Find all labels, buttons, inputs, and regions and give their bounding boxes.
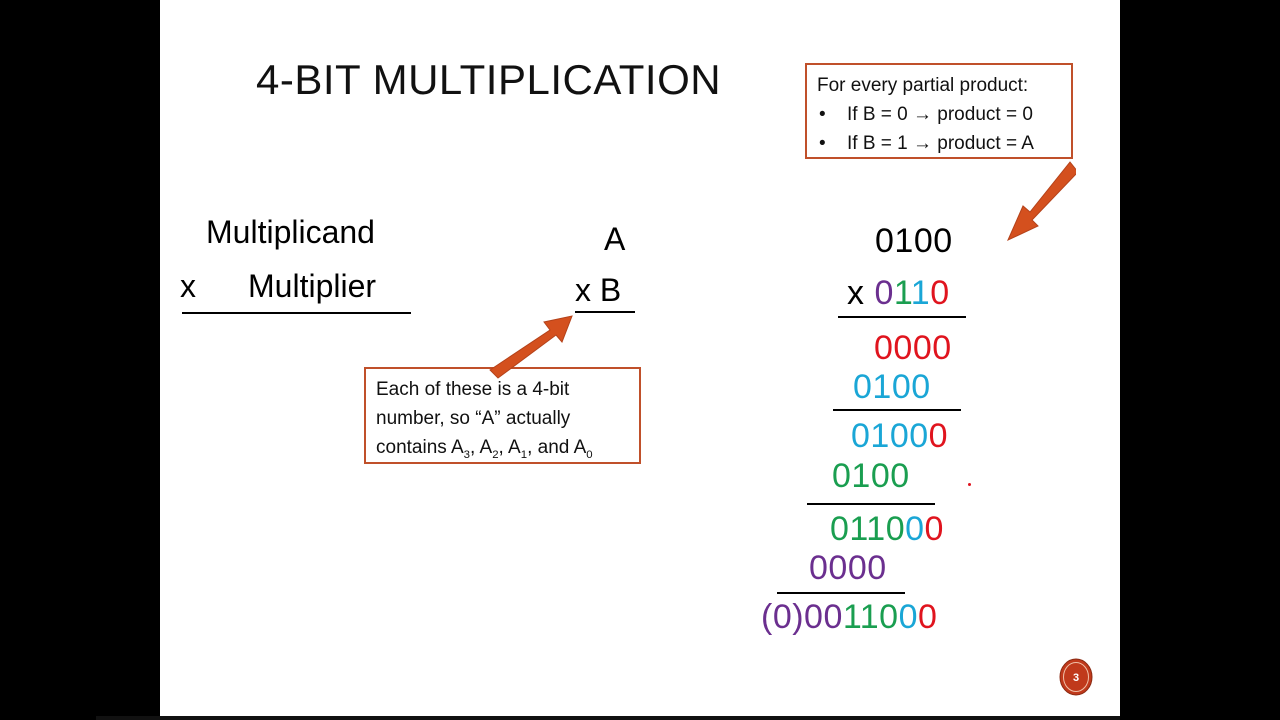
info-box: For every partial product: If B = 0 → pr… — [805, 63, 1073, 159]
partial-product-0: 0000 — [874, 329, 952, 367]
note-line-1: Each of these is a 4-bit — [376, 379, 570, 400]
left-underline — [182, 312, 411, 314]
x-sign-label: x — [180, 268, 196, 304]
calc-line-3 — [807, 503, 935, 505]
partial-product-1: 0100 — [853, 368, 931, 406]
partial-product-2: 0100 — [832, 457, 910, 495]
multiplier-label: Multiplier — [248, 268, 377, 304]
multiplicand-label: Multiplicand — [206, 214, 375, 250]
stray-dot — [968, 483, 971, 486]
a-label: A — [604, 221, 626, 257]
note-line-2: number, so “A” actually — [376, 408, 571, 429]
slide: 4-BIT MULTIPLICATION Multiplicand x Mult… — [160, 0, 1120, 720]
page-number-badge: 3 — [1059, 658, 1093, 696]
calc-line-1 — [838, 316, 966, 318]
info-bullet-1: If B = 0 → product = 0 — [817, 100, 1071, 129]
slide-title: 4-BIT MULTIPLICATION — [256, 56, 722, 103]
info-bullet-2: If B = 1 → product = A — [817, 129, 1071, 158]
info-bullets: If B = 0 → product = 0 If B = 1 → produc… — [817, 100, 1071, 158]
note-box: Each of these is a 4-bit number, so “A” … — [364, 367, 641, 464]
calc-line-4 — [777, 592, 905, 594]
calc-multiplier-row: x 0110 — [847, 274, 950, 312]
calc-multiplicand: 0100 — [875, 222, 953, 260]
partial-sum-2: 011000 — [830, 510, 944, 548]
info-arrow-icon — [1007, 161, 1076, 242]
note-arrow-icon — [489, 315, 573, 379]
info-heading: For every partial product: — [817, 75, 1029, 96]
calc-line-2 — [833, 409, 961, 411]
page-number: 3 — [1073, 672, 1079, 684]
note-line-3: contains A3, A2, A1, and A0 — [376, 437, 593, 461]
partial-sum-1: 01000 — [851, 417, 949, 455]
xb-label: x B — [575, 272, 622, 308]
middle-underline — [575, 311, 635, 313]
final-result: (0)0011000 — [761, 598, 938, 636]
partial-product-3: 0000 — [809, 549, 887, 587]
bottom-bar — [96, 716, 1120, 720]
